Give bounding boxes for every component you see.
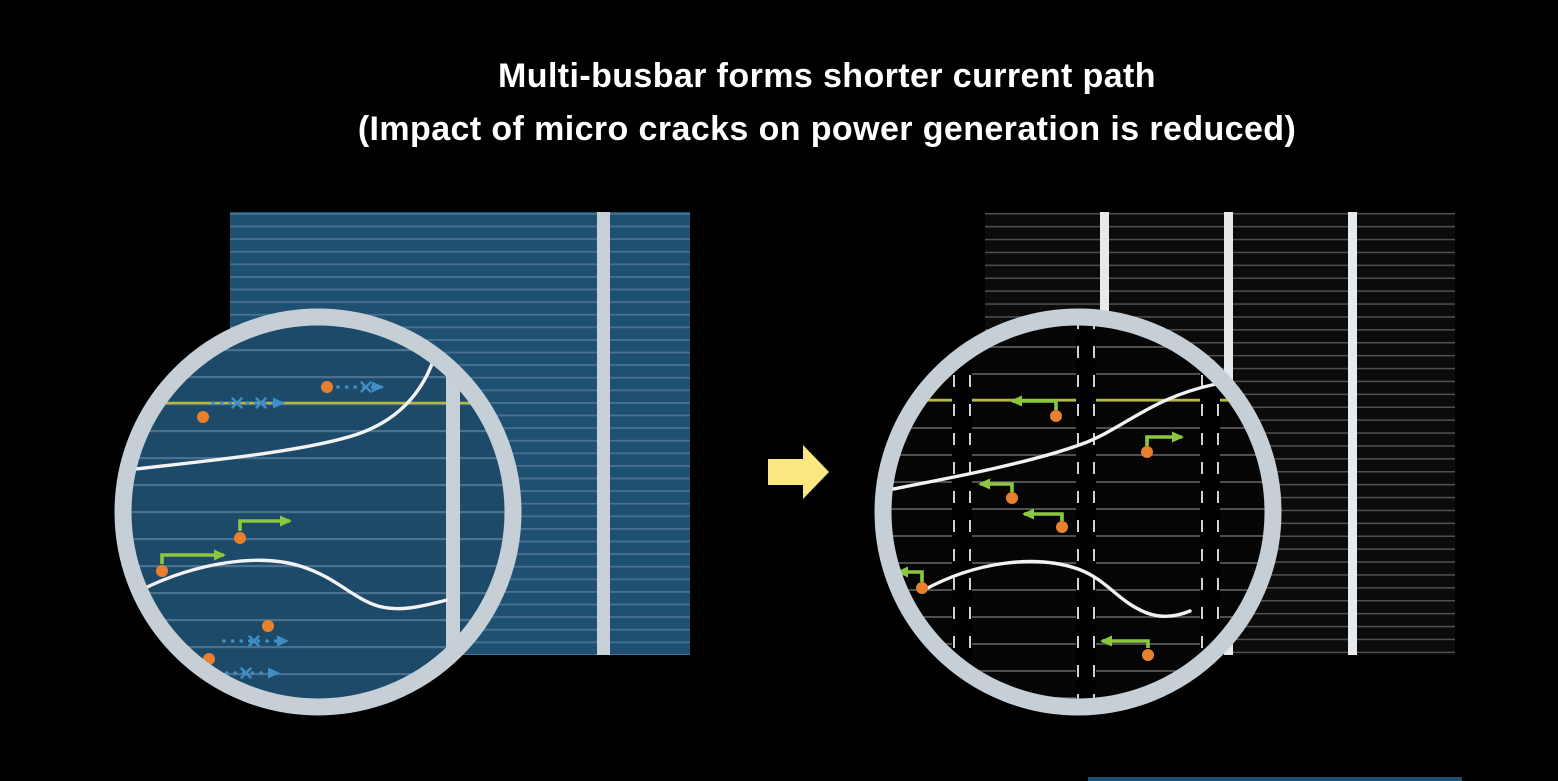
blocked-path-x-mark [360,381,372,393]
magnified-busbar [952,317,972,707]
short-current-path-arrow [238,515,292,531]
busbar [1348,212,1357,655]
electron-dot [1006,492,1018,504]
short-current-path-arrow [978,478,1014,492]
blocked-path-x-mark [248,635,260,647]
short-current-path-arrow [1022,508,1064,521]
diagram-title: Multi-busbar forms shorter current path … [96,50,1558,155]
electron-dot [1142,649,1154,661]
blocked-path-x-mark [240,667,252,679]
magnifier-right [874,308,1282,716]
electron-dot [321,381,333,393]
cropped-cell-edge [1088,777,1462,781]
magnifier-right-view [883,317,1273,707]
magnified-busbar [1076,317,1096,707]
short-current-path-arrow [1010,395,1058,410]
magnified-busbar [446,317,460,707]
magnifier-left [114,308,522,716]
transition-arrow-icon [768,445,829,499]
electron-dot [262,620,274,632]
electron-dot [234,532,246,544]
micro-crack [922,559,1192,619]
blocked-path-x-mark [255,397,267,409]
electron-dot [1056,521,1068,533]
micro-crack [125,347,439,472]
short-current-path-arrow [1145,431,1184,446]
micro-crack [141,558,449,611]
magnifier-ring [874,308,1282,716]
short-current-path-arrow [160,549,226,564]
electron-dot [156,565,168,577]
title-line-1: Multi-busbar forms shorter current path [498,57,1156,95]
magnifier-ring [114,308,522,716]
electron-dot [1141,446,1153,458]
title-line-2: (Impact of micro cracks on power generat… [357,109,1297,148]
short-current-path-arrow [1100,635,1150,648]
electron-dot [197,411,209,423]
electron-dot [916,582,928,594]
busbar [597,212,610,655]
electron-dot [1050,410,1062,422]
micro-crack [891,382,1218,491]
blocked-path-x-mark [231,397,243,409]
magnifier-left-view [123,317,513,707]
short-current-path-arrow [896,566,924,582]
